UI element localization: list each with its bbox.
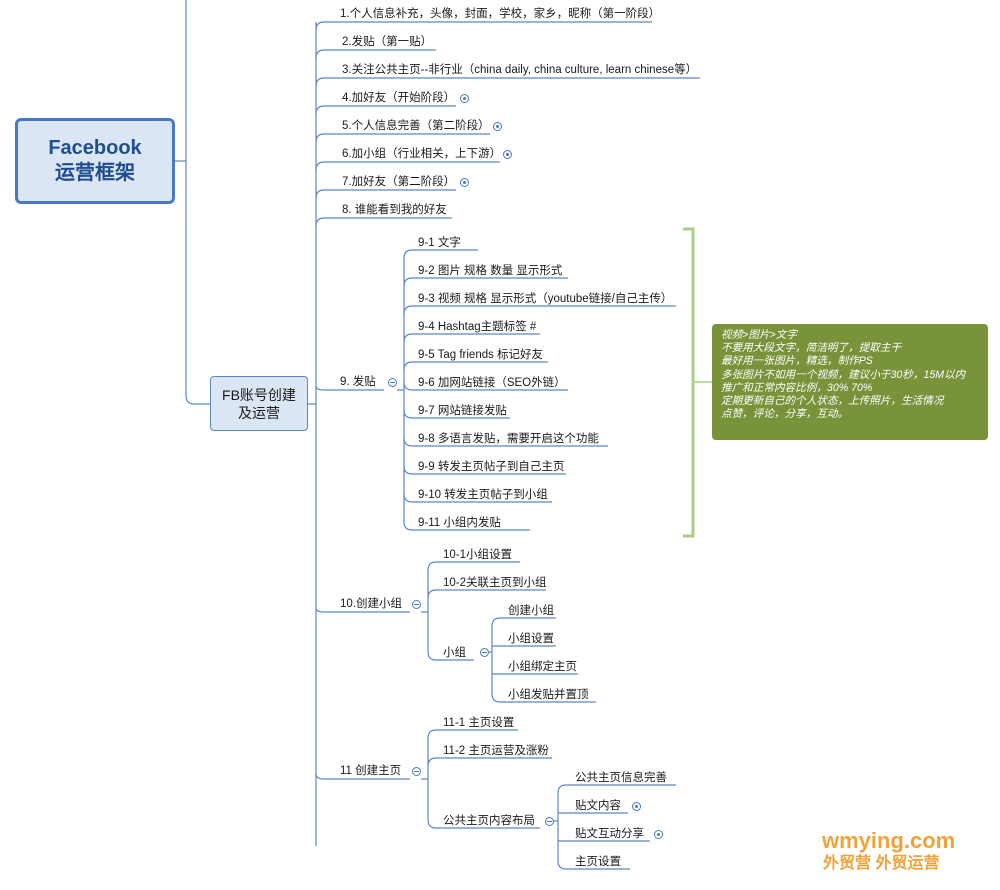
note-line: 点赞，评论，分享，互动。 <box>721 408 849 421</box>
note-line: 定期更新自己的个人状态，上传照片，生活情况 <box>721 395 944 408</box>
watermark-url: wmying.com <box>822 828 956 853</box>
topic-8[interactable]: 8. 谁能看到我的好友 <box>342 204 447 216</box>
topic-5[interactable]: 5.个人信息完善（第二阶段） <box>342 120 490 132</box>
expand-toggle-icon[interactable] <box>460 94 469 103</box>
note-line: 不要用大段文字，简洁明了，提取主干 <box>721 342 902 355</box>
collapse-toggle-icon[interactable] <box>412 767 421 776</box>
page-sub-item-1[interactable]: 公共主页信息完善 <box>575 772 667 784</box>
connector-line <box>315 49 436 59</box>
post-item-7[interactable]: 9-7 网站链接发贴 <box>418 405 507 417</box>
page-item-1[interactable]: 11-1 主页设置 <box>443 717 515 729</box>
expand-toggle-icon[interactable] <box>632 802 641 811</box>
post-item-11[interactable]: 9-11 小组内发贴 <box>418 517 501 529</box>
hub-title-line1: FB账号创建 <box>222 386 296 403</box>
connector-line <box>427 589 546 599</box>
post-item-6[interactable]: 9-6 加网站链接（SEO外链） <box>418 377 566 389</box>
connector-line <box>315 133 490 143</box>
watermark: wmying.com 外贸营 外贸运营 <box>822 828 955 874</box>
root-node[interactable]: Facebook 运营框架 <box>15 118 175 204</box>
expand-toggle-icon[interactable] <box>460 178 469 187</box>
connector-line <box>315 21 652 31</box>
connector-line <box>427 819 540 829</box>
collapse-toggle-icon[interactable] <box>545 817 554 826</box>
group-sub-item-2[interactable]: 小组设置 <box>508 633 554 645</box>
group-sub-item-1[interactable]: 创建小组 <box>508 605 554 617</box>
connector-line <box>403 493 552 503</box>
root-title: Facebook <box>48 137 142 159</box>
page-sub-item-3[interactable]: 贴文互动分享 <box>575 828 644 840</box>
post-item-10[interactable]: 9-10 转发主页帖子到小组 <box>418 489 548 501</box>
connector-line <box>185 395 210 405</box>
collapse-toggle-icon[interactable] <box>480 648 489 657</box>
connector-line <box>403 305 676 315</box>
connector-line <box>403 465 566 475</box>
connector-line <box>427 651 474 661</box>
note-line: 最好用一张图片，精选，制作PS <box>721 355 873 368</box>
note-line: 视频>图片>文字 <box>721 329 797 341</box>
connector-line <box>315 607 410 613</box>
page-item-2[interactable]: 11-2 主页运营及涨粉 <box>443 745 549 757</box>
group-item-2[interactable]: 10-2关联主页到小组 <box>443 577 547 589</box>
connector-line <box>315 189 456 199</box>
connector-line <box>315 105 456 115</box>
hub-node[interactable]: FB账号创建 及运营 <box>210 376 308 431</box>
page-sub-item-4[interactable]: 主页设置 <box>575 856 621 868</box>
collapse-toggle-icon[interactable] <box>412 600 421 609</box>
connector-line <box>403 381 568 391</box>
topic-2[interactable]: 2.发贴（第一贴） <box>342 36 433 48</box>
note-line: 推广和正常内容比例，30% 70% <box>721 381 873 394</box>
topic-4[interactable]: 4.加好友（开始阶段） <box>342 92 456 104</box>
connector-line <box>315 385 384 391</box>
post-item-5[interactable]: 9-5 Tag friends 标记好友 <box>418 349 544 361</box>
connector-line <box>403 521 530 531</box>
group-item-1[interactable]: 10-1小组设置 <box>443 549 513 561</box>
post-tips-note: 视频>图片>文字 不要用大段文字，简洁明了，提取主干 最好用一张图片，精选，制作… <box>712 324 988 440</box>
connector-line <box>403 437 608 447</box>
connector-line <box>315 161 500 171</box>
post-item-9[interactable]: 9-9 转发主页帖子到自己主页 <box>418 461 565 473</box>
topic-6[interactable]: 6.加小组（行业相关，上下游） <box>342 148 502 160</box>
expand-toggle-icon[interactable] <box>503 150 512 159</box>
connector-line <box>491 693 596 703</box>
hub-title-line2: 及运营 <box>238 404 280 421</box>
topic-3[interactable]: 3.关注公共主页--非行业（china daily, china culture… <box>342 64 698 76</box>
post-item-1[interactable]: 9-1 文字 <box>418 237 461 249</box>
connector-line <box>403 333 540 343</box>
post-item-3[interactable]: 9-3 视频 规格 显示形式（youtube链接/自己主传） <box>418 293 673 305</box>
topic-7[interactable]: 7.加好友（第二阶段） <box>342 176 456 188</box>
topic-1[interactable]: 1.个人信息补充，头像，封面，学校，家乡，昵称（第一阶段） <box>340 8 661 20</box>
connector-line <box>403 361 548 371</box>
expand-toggle-icon[interactable] <box>493 122 502 131</box>
post-item-8[interactable]: 9-8 多语言发贴，需要开启这个功能 <box>418 433 599 445</box>
connector-line <box>683 227 695 538</box>
connector-line <box>315 773 410 780</box>
connector-line <box>315 217 452 227</box>
connector-line <box>403 249 478 259</box>
group-sub-item-3[interactable]: 小组绑定主页 <box>508 661 577 673</box>
connector-line <box>427 757 552 767</box>
expand-toggle-icon[interactable] <box>654 830 663 839</box>
post-item-4[interactable]: 9-4 Hashtag主题标签 # <box>418 321 537 333</box>
page-sub-item-2[interactable]: 贴文内容 <box>575 800 621 812</box>
page-sub-node[interactable]: 公共主页内容布局 <box>443 815 535 827</box>
connector-line <box>491 617 556 627</box>
topic-11-page[interactable]: 11 创建主页 <box>340 765 402 777</box>
topic-10-group[interactable]: 10.创建小组 <box>340 598 402 610</box>
watermark-brand: 外贸营 外贸运营 <box>823 855 940 872</box>
connector-line <box>427 729 518 739</box>
topic-9-post[interactable]: 9. 发贴 <box>340 376 376 388</box>
connector-line <box>557 784 676 794</box>
post-item-2[interactable]: 9-2 图片 规格 数量 显示形式 <box>418 265 563 277</box>
root-subtitle: 运营框架 <box>55 162 135 184</box>
note-line: 多张图片不如用一个视频，建议小于30秒，15M以内 <box>721 368 966 381</box>
collapse-toggle-icon[interactable] <box>388 378 397 387</box>
connector-line <box>315 77 700 87</box>
connector-line <box>403 409 510 419</box>
group-sub-node[interactable]: 小组 <box>443 647 466 659</box>
connector-line <box>557 860 630 870</box>
connector-line <box>427 561 520 571</box>
connector-line <box>403 277 568 287</box>
group-sub-item-4[interactable]: 小组发贴并置顶 <box>508 689 589 701</box>
